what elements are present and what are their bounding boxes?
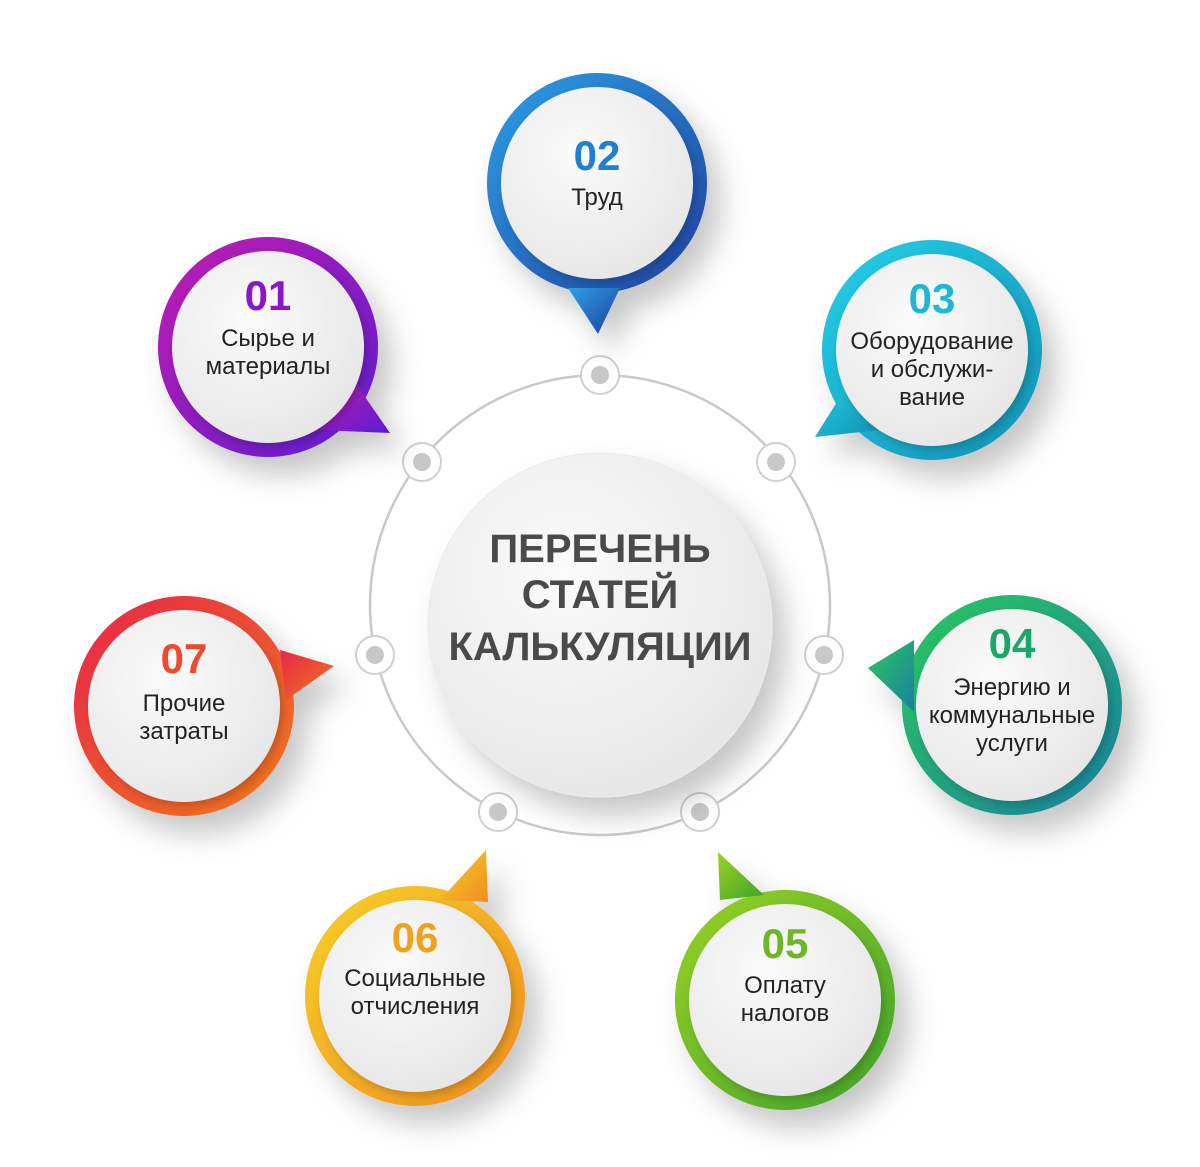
bubble-face [319, 900, 511, 1092]
bubble-label-line: и обслужи- [871, 356, 994, 383]
ring-hub-dot-4 [691, 803, 709, 821]
bubble-number: 06 [392, 914, 439, 961]
ring-hub-dot-6 [366, 646, 384, 664]
center-title-line-1: ПЕРЕЧЕНЬ [489, 527, 710, 571]
ring-hub-dot-5 [489, 803, 507, 821]
bubble-pointer [318, 378, 390, 433]
bubble-label-line: затраты [139, 718, 228, 745]
bubble-number: 07 [161, 635, 208, 682]
bubble-pointer [868, 640, 914, 712]
center-title-line-2: СТАТЕЙ [522, 571, 679, 617]
bubble-number: 04 [989, 620, 1036, 667]
bubble-label-line: Сырье и [221, 325, 315, 352]
ring-hub-dot-1 [591, 366, 609, 384]
bubble-face [88, 610, 280, 802]
bubble-number: 01 [245, 272, 292, 319]
bubble-pointer [568, 288, 620, 334]
center-title-line-3: КАЛЬКУЛЯЦИИ [449, 625, 752, 669]
bubble-label-line: вание [899, 384, 965, 411]
bubble-label-line: Энергию и [953, 674, 1070, 701]
bubble-pointer [815, 378, 880, 437]
bubble-label-line: Прочие [143, 690, 226, 717]
bubble-face [172, 251, 364, 443]
bubble-number: 03 [909, 275, 956, 322]
ring-hub-dot-7 [413, 453, 431, 471]
bubble-label-line: Социальные [344, 965, 486, 992]
bubble-label-line: отчисления [351, 993, 480, 1020]
bubble-face [501, 87, 693, 279]
bubble-number: 05 [762, 920, 809, 967]
bubble-pointer [440, 850, 488, 902]
center-circle [427, 452, 773, 798]
bubble-number: 02 [574, 132, 621, 179]
bubble-face [836, 254, 1028, 446]
bubble-face [689, 904, 881, 1096]
ring-hub-dot-2 [767, 453, 785, 471]
bubble-label-line: Труд [571, 184, 623, 211]
bubble-label-line: услуги [976, 730, 1048, 757]
ring-hubs [355, 355, 844, 832]
ring-hub-dot-3 [815, 646, 833, 664]
bubble-label-line: коммунальные [929, 702, 1095, 729]
bubble-pointer [280, 650, 334, 700]
bubble-label-line: налогов [741, 1000, 830, 1027]
bubble-face [916, 609, 1108, 801]
bubble-label-line: материалы [206, 353, 331, 380]
bubble-label-line: Оплату [744, 972, 826, 999]
bubble-pointer [718, 852, 764, 900]
bubble-label-line: Оборудование [850, 328, 1013, 355]
